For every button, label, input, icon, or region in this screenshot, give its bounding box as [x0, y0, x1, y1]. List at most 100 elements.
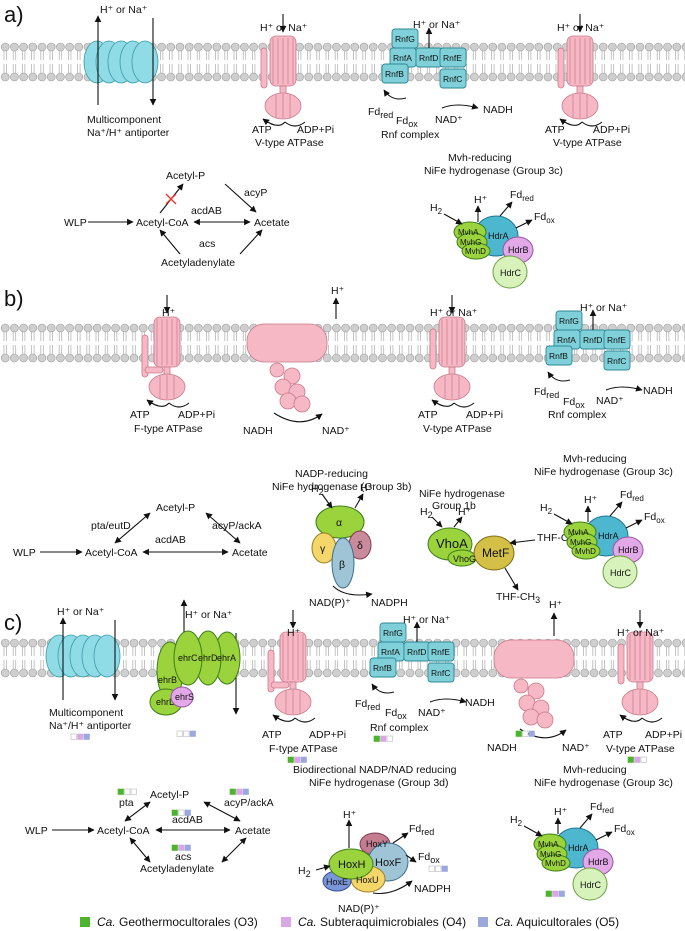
- hyd3d-fdox-sub: ox: [430, 855, 440, 865]
- b-acetylp: Acetyl-P: [156, 502, 195, 514]
- antiporter-a-label-1: Multicomponent: [87, 114, 161, 126]
- hyd-1b: [427, 516, 536, 591]
- mvh-h: H⁺: [554, 806, 568, 818]
- rnfE-label: RnfE: [443, 53, 462, 63]
- f-atpase-c-label: F-type ATPase: [269, 743, 338, 755]
- presence-square: [124, 788, 131, 795]
- b-pta: pta/eutD: [91, 520, 131, 532]
- hyd3d-fdox-main: Fd: [418, 851, 430, 863]
- presence-square: [70, 733, 77, 740]
- mvh-fdox-sub: ox: [546, 216, 554, 225]
- hoxu-label: HoxU: [356, 875, 379, 885]
- mvh-h2: H2: [510, 814, 523, 828]
- rnfA-label: RnfA: [393, 53, 412, 63]
- nadp-title-1: NADP-reducing: [295, 468, 368, 480]
- mvhD-label: MvhD: [575, 547, 596, 556]
- presence-square: [558, 890, 565, 897]
- a-wlp: WLP: [64, 217, 87, 229]
- presence-square: [184, 809, 191, 816]
- presence-square: [515, 730, 522, 737]
- v-atpase-a2-ion: H⁺ or Na⁺: [557, 22, 605, 34]
- c-pta: pta: [119, 797, 134, 809]
- rnf-c-fdred-main: Fd: [355, 698, 367, 710]
- presence-square: [386, 735, 393, 742]
- presence-complex-i: [515, 730, 535, 737]
- f-atpase-b: [141, 295, 190, 408]
- legend-label-o3: Ca. Geothermocultorales (O3): [97, 915, 258, 929]
- complex-i-c-nad: NAD⁺: [562, 742, 590, 754]
- mvh-fdox: Fdox: [644, 511, 665, 525]
- rnf-a-nadh: NADH: [483, 104, 513, 116]
- ehrD-label: ehrD: [198, 653, 218, 663]
- rnf-b-fdox-sub: ox: [575, 400, 585, 410]
- mvh-fdred-main: Fd: [510, 189, 522, 201]
- presence-square: [441, 865, 448, 872]
- panel-label-b: b): [4, 286, 24, 311]
- hyd3d-h2: H2: [298, 865, 311, 879]
- b-acetylcoa: Acetyl-CoA: [85, 547, 138, 559]
- hdrC-label: HdrC: [500, 268, 522, 278]
- g1b-h2-sub: 2: [428, 510, 433, 520]
- v-atpase-a1-ion: H⁺ or Na⁺: [260, 22, 308, 34]
- mvh-fdox-main: Fd: [614, 823, 626, 835]
- rnf-c-fdox-sub: ox: [397, 711, 407, 721]
- rnfC-box: [427, 662, 455, 683]
- rnfD-label: RnfD: [407, 647, 426, 657]
- mvh-h2-main: H: [430, 202, 438, 214]
- c-acetyladenylate: Acetyladenylate: [140, 863, 214, 875]
- hyd3d-h2-sub: 2: [306, 869, 311, 879]
- beta-subunit: [331, 537, 355, 589]
- presence-mvh-c: [545, 890, 565, 897]
- rnf-b-nadh: NADH: [643, 385, 673, 397]
- c-acetylp: Acetyl-P: [150, 789, 189, 801]
- rnf-a-fdox: Fdox: [396, 115, 418, 129]
- nadp-title-2: NiFe hydrogenase (Group 3b): [272, 481, 412, 493]
- presence-square: [380, 735, 387, 742]
- rnf-b-nad: NAD⁺: [596, 395, 624, 407]
- rnfB-box: [369, 657, 397, 678]
- legend-o5-italic: Ca.: [495, 915, 514, 929]
- hyd3d-nadph: NADPH: [414, 883, 451, 895]
- presence-square: [428, 865, 435, 872]
- rnf-b-fdox-main: Fd: [563, 396, 575, 408]
- mvh-h2: H2: [540, 502, 553, 516]
- presence-square: [287, 756, 294, 763]
- vhog-label: VhoG: [453, 554, 476, 564]
- hdrA-label: HdrA: [568, 843, 589, 853]
- c-acetylcoa: Acetyl-CoA: [97, 825, 150, 837]
- g1b-thf-ch3-sub: 3: [535, 595, 540, 605]
- mvh-a-title-2: NiFe hydrogenase (Group 3c): [424, 165, 563, 177]
- presence-square: [552, 890, 559, 897]
- rnfC-box: [603, 350, 631, 371]
- c-acs: acs: [175, 851, 191, 863]
- v-atpase-a1-atp: ATP: [252, 124, 272, 136]
- hoxh-label: HoxH: [338, 859, 366, 871]
- hyd3b-nadph: NADPH: [371, 597, 408, 609]
- mvh-h2: H2: [430, 202, 443, 216]
- v-atpase-c-ion: H⁺ or Na⁺: [617, 627, 665, 639]
- mvhG-label: MvhG: [540, 850, 561, 859]
- v-atpase-c-label: V-type ATPase: [606, 743, 675, 755]
- presence-antiporter: [70, 733, 90, 740]
- rnf-b-fdred-sub: red: [546, 390, 559, 400]
- v-atpase-a1-label: V-type ATPase: [255, 137, 324, 149]
- rnfD-label: RnfD: [419, 53, 438, 63]
- presence-square: [300, 756, 307, 763]
- presence-square: [634, 756, 641, 763]
- mvh-c-title-2: NiFe hydrogenase (Group 3c): [534, 777, 673, 789]
- f-atpase-c-ion: H⁺: [287, 627, 301, 639]
- mvh-fdred-main: Fd: [620, 489, 632, 501]
- mvh-fdred: Fdred: [620, 489, 644, 503]
- presence-pta: [117, 788, 137, 795]
- presence-square: [229, 788, 236, 795]
- rnf-a-ion: H⁺ or Na⁺: [413, 19, 461, 31]
- mvh-fdox: Fdox: [614, 823, 635, 837]
- mvh-fdred-sub: red: [632, 494, 644, 503]
- a-acetylcoa: Acetyl-CoA: [136, 217, 189, 229]
- hyd3d-h2-main: H: [298, 865, 306, 877]
- presence-square: [117, 788, 124, 795]
- mvh-fdred-sub: red: [602, 806, 614, 815]
- rnf-a-label: Rnf complex: [381, 129, 440, 141]
